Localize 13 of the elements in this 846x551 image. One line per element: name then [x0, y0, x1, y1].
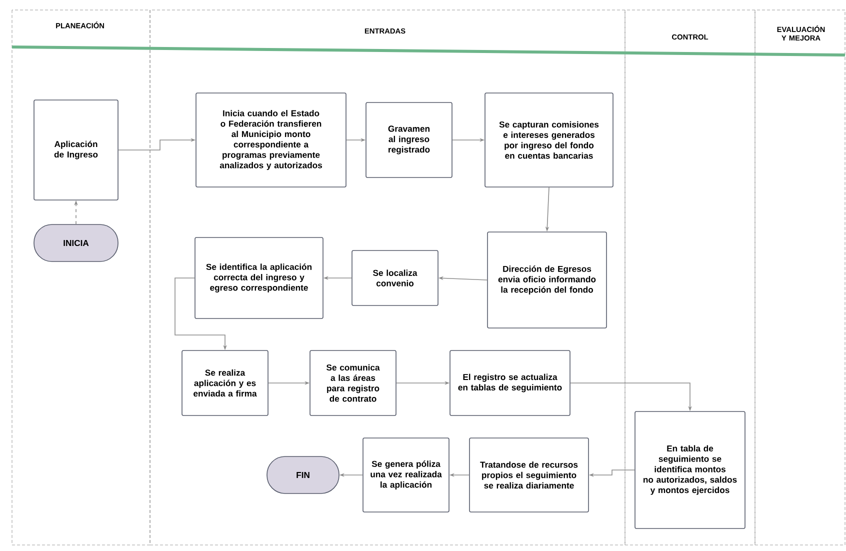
process-box: Se comunica a las áreas para registro de contrato	[310, 350, 396, 416]
process-box: Inicia cuando el Estado o Federación transfieren al Municipio monto correspondiente a programas previamente analizados y autorizados	[196, 92, 346, 188]
process-box: Dirección de Egresos envia oficio informando la recepción del fondo	[487, 232, 607, 328]
process-box: Se capturan comisiones e intereses generados por ingreso del fondo en cuentas bancarias	[484, 92, 614, 188]
process-box: Se realiza aplicación y es enviada a firma	[182, 350, 268, 416]
process-box: El registro se actualiza en tablas de seguimiento	[450, 350, 570, 416]
process-box: Se genera póliza una vez realizada la aplicación	[362, 438, 450, 512]
process-box: Tratandose de recursos propios el seguimiento se realiza diariamente	[469, 438, 589, 512]
process-box: Gravamen al ingreso registrado	[366, 102, 452, 178]
process-box: Se localiza convenio	[352, 250, 438, 306]
process-box: Se identifica la aplicación correcta del ingreso y egreso correspondiente	[194, 237, 324, 319]
process-box: Aplicación de Ingreso	[34, 100, 118, 200]
process-box: En tabla de seguimiento se identifica montos no autorizados, saldos y montos ejercidos	[634, 411, 746, 529]
